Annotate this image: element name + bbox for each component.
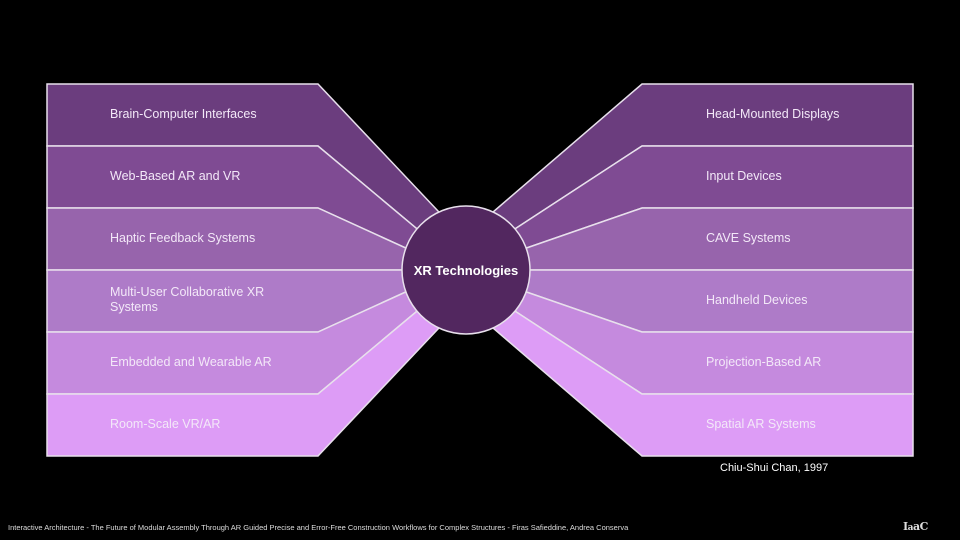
footer-text: Interactive Architecture - The Future of… — [8, 523, 629, 532]
citation: Chiu-Shui Chan, 1997 — [720, 462, 829, 474]
right-item-label: Head-Mounted Displays — [706, 107, 840, 121]
right-item-label: Spatial AR Systems — [706, 417, 816, 431]
right-item-label: CAVE Systems — [706, 231, 791, 245]
left-item-label: Room-Scale VR/AR — [110, 417, 221, 431]
center-circle — [401, 205, 531, 335]
right-item-label: Handheld Devices — [706, 293, 808, 307]
right-item-label: Projection-Based AR — [706, 355, 822, 369]
right-item-label: Input Devices — [706, 169, 782, 183]
iaac-logo: IaaC — [903, 520, 928, 533]
left-item-label: Brain-Computer Interfaces — [110, 107, 257, 121]
left-item-label: Haptic Feedback Systems — [110, 231, 256, 245]
left-item-label: Web-Based AR and VR — [110, 169, 241, 183]
center-label: XR Technologies — [413, 262, 519, 278]
left-item-label: Multi-User Collaborative XR Systems — [110, 285, 265, 314]
left-item-label: Embedded and Wearable AR — [110, 355, 272, 369]
